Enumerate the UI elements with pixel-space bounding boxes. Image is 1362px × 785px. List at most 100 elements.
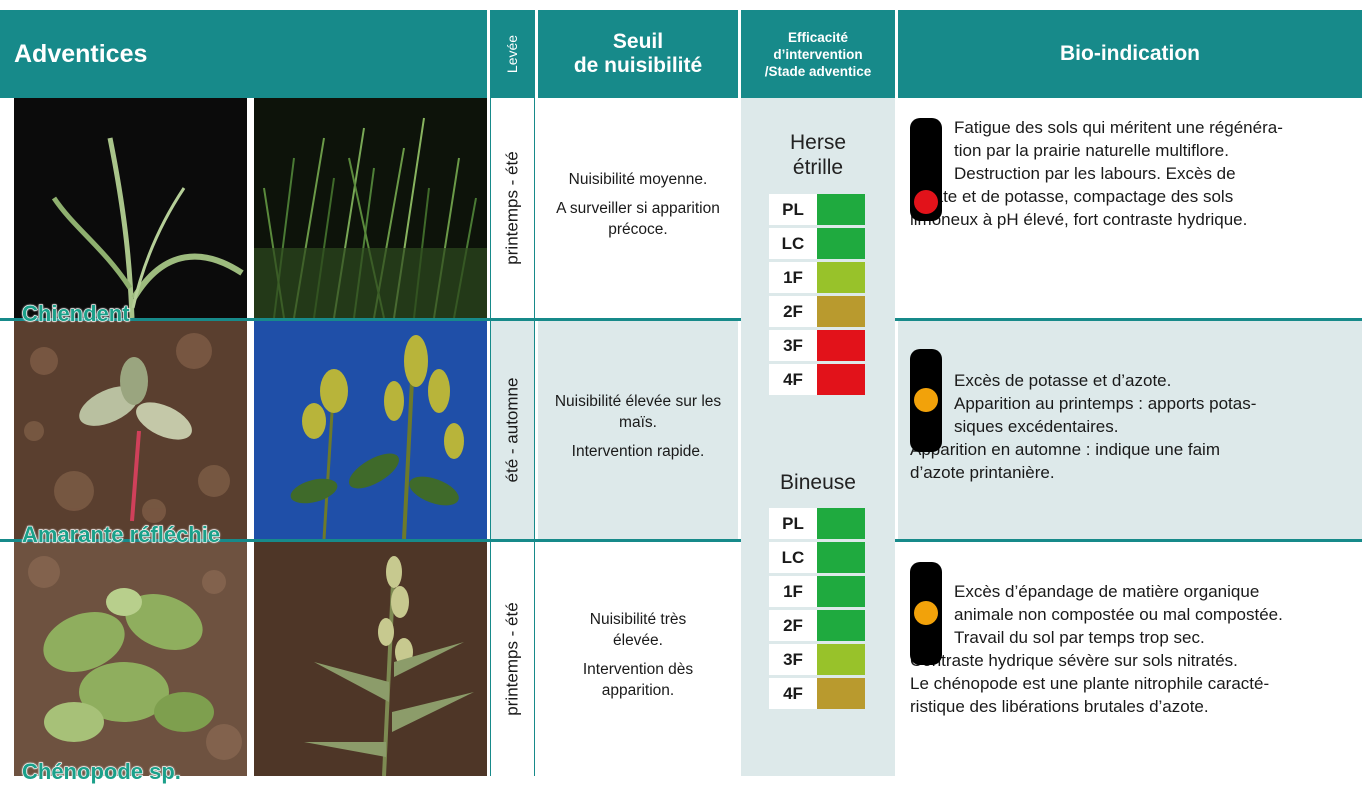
young-plant-image: [14, 542, 247, 776]
flowering-plant-image: [254, 321, 487, 539]
stage-color-swatch: [817, 644, 865, 675]
stage-label: 2F: [783, 615, 803, 635]
header-seuil-line1: Seuil: [612, 30, 664, 53]
bio-text: Destruction par les labours. Excès de: [954, 164, 1236, 183]
bio-text: Excès de potasse et d’azote.: [954, 371, 1172, 390]
stage-lc: LC: [769, 542, 865, 573]
header-adventices-label: Adventices: [14, 39, 148, 68]
seuil-text: Nuisibilité très élevée.: [589, 611, 687, 649]
efficacite-column: Herse étrille PL LC 1F 2F 3F 4F Bineuse PL LC 1…: [741, 98, 895, 776]
bio-text: ristique des libérations brutales d’azot…: [910, 697, 1209, 716]
levee-text: printemps - été: [502, 602, 522, 716]
stage-3f: 3F: [769, 330, 865, 361]
weed-row-chiendent: Chiendent printemps - été Nuisibilité mo…: [0, 98, 1362, 327]
header-seuil-line2: de nuisibilité: [573, 54, 703, 77]
bio-text: Apparition en automne : indique une faim: [910, 440, 1220, 459]
stage-color-swatch: [817, 228, 865, 259]
stage-label: 4F: [783, 369, 803, 389]
header-levee-label: Levée: [504, 34, 521, 74]
stage-1f: 1F: [769, 576, 865, 607]
stage-4f: 4F: [769, 678, 865, 709]
header-levee: Levée: [490, 10, 535, 98]
tool-name: étrille: [792, 156, 844, 179]
stage-2f: 2F: [769, 610, 865, 641]
photo-seedling-amarante: [14, 321, 247, 539]
seuil-text: Intervention dès apparition.: [582, 661, 694, 699]
stage-label: 2F: [783, 301, 803, 321]
header-bio-label: Bio-indication: [1060, 42, 1200, 65]
weed-name-chiendent: Chiendent: [21, 300, 130, 326]
levee-text: printemps - été: [502, 151, 522, 265]
photo-seedling-chiendent: [14, 98, 247, 318]
bio-text: Le chénopode est une plante nitrophile c…: [910, 674, 1270, 693]
stage-4f: 4F: [769, 364, 865, 395]
header-eff-line1: Efficacité: [787, 29, 848, 45]
bio-chenopode: Excès d’épandage de matière organique an…: [898, 542, 1362, 776]
red-dot-icon: [914, 190, 938, 214]
weed-row-chenopode: Chénopode sp. printemps - été Nuisibilit…: [0, 542, 1362, 785]
stage-label: 1F: [783, 581, 803, 601]
stage-label: LC: [781, 233, 805, 253]
header-bio-indication: Bio-indication: [898, 10, 1362, 98]
stage-label: PL: [782, 199, 804, 219]
photo-seedling-chenopode: [14, 542, 247, 776]
seuil-amarante: Nuisibilité élevée sur les maïs. Interve…: [538, 321, 738, 539]
weed-name-amarante: Amarante réfléchie: [21, 521, 221, 547]
bio-text: Contraste hydrique sévère sur sols nitra…: [910, 651, 1238, 670]
stage-color-swatch: [817, 364, 865, 395]
tool-herse-etrille: Herse étrille: [741, 130, 895, 180]
seedling-image: [14, 98, 247, 318]
seuil-text: Intervention rapide.: [571, 442, 705, 460]
grass-clump-image: [254, 98, 487, 318]
bio-amarante: Excès de potasse et d’azote. Apparition …: [898, 321, 1362, 539]
seuil-text: Nuisibilité élevée sur les maïs.: [554, 392, 722, 431]
stage-color-swatch: [817, 542, 865, 573]
bio-text: Travail du sol par temps trop sec.: [954, 628, 1205, 647]
bio-text: Apparition au printemps : apports potas-: [954, 394, 1257, 413]
orange-dot-icon: [914, 388, 938, 412]
stage-color-swatch: [817, 678, 865, 709]
stage-label: PL: [782, 513, 804, 533]
stage-label: 3F: [783, 335, 803, 355]
photo-plant-amarante: [254, 321, 487, 539]
bio-text: nitrate et de potasse, compactage des so…: [910, 187, 1234, 206]
stage-color-swatch: [817, 296, 865, 327]
tool-name: Herse: [789, 131, 847, 154]
stage-color-swatch: [817, 610, 865, 641]
stage-pl: PL: [769, 508, 865, 539]
stage-label: 3F: [783, 649, 803, 669]
bio-text: siques excédentaires.: [954, 417, 1119, 436]
tool-name: Bineuse: [780, 471, 856, 494]
stage-color-swatch: [817, 262, 865, 293]
seed-head-image: [254, 542, 487, 776]
weed-row-amarante: Amarante réfléchie été - automne Nuisibi…: [0, 321, 1362, 548]
stage-pl: PL: [769, 194, 865, 225]
bio-text: Fatigue des sols qui méritent une régéné…: [954, 118, 1283, 137]
traffic-light-orange-icon: [910, 562, 942, 665]
bio-text: d’azote printanière.: [910, 463, 1055, 482]
bio-text: animale non compostée ou mal compostée.: [954, 605, 1283, 624]
photo-plant-chiendent: [254, 98, 487, 318]
traffic-light-orange-icon: [910, 349, 942, 452]
stage-1f: 1F: [769, 262, 865, 293]
orange-dot-icon: [914, 601, 938, 625]
bio-text: Excès d’épandage de matière organique: [954, 582, 1260, 601]
header-eff-line2: d’intervention: [773, 46, 863, 62]
row-divider: [0, 539, 1362, 542]
levee-text: été - automne: [502, 377, 522, 483]
levee-chenopode: printemps - été: [490, 542, 535, 776]
stage-color-swatch: [817, 330, 865, 361]
stage-label: 4F: [783, 683, 803, 703]
seuil-text: Nuisibilité moyenne.: [568, 170, 708, 188]
bio-text: tion par la prairie naturelle multiflore…: [954, 141, 1229, 160]
header-adventices: Adventices: [0, 10, 487, 98]
tool-bineuse: Bineuse: [741, 470, 895, 495]
stage-color-swatch: [817, 508, 865, 539]
stage-label: 1F: [783, 267, 803, 287]
levee-amarante: été - automne: [490, 321, 535, 539]
seuil-text: A surveiller si apparition précoce.: [556, 199, 720, 238]
weed-name-chenopode: Chénopode sp.: [21, 758, 181, 784]
stage-2f: 2F: [769, 296, 865, 327]
